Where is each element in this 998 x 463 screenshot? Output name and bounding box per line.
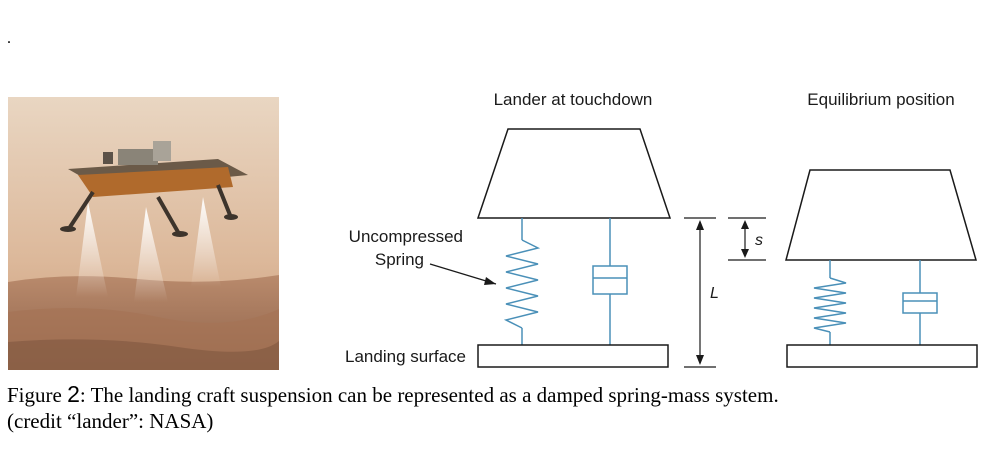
mars-lander-photo-icon [8, 97, 279, 370]
caption-line-1: Figure 2: The landing craft suspension c… [7, 381, 992, 408]
caption-prefix: Figure [7, 383, 68, 407]
right-spring [813, 277, 847, 333]
spring-label-line2: Spring [375, 250, 424, 269]
dimension-L [684, 217, 716, 368]
left-landing-surface [477, 344, 669, 368]
dim-L-label: L [710, 285, 719, 302]
left-damper [592, 218, 628, 345]
spring-mass-diagram: Lander at touchdown Equilibrium position… [300, 80, 990, 380]
left-spring [503, 239, 541, 329]
left-lander-body [476, 128, 672, 219]
right-damper [902, 260, 938, 345]
lander-photo [8, 97, 279, 370]
figure-caption: Figure 2: The landing craft suspension c… [7, 381, 992, 434]
spring-pointer [429, 263, 497, 285]
spring-label-line1: Uncompressed [349, 227, 463, 246]
right-lander-body [785, 169, 977, 261]
right-landing-surface [786, 344, 978, 368]
stray-dot: . [7, 30, 11, 47]
right-title: Equilibrium position [807, 90, 954, 109]
caption-line-2: (credit “lander”: NASA) [7, 409, 214, 433]
dim-s-label: s [755, 232, 763, 249]
left-title: Lander at touchdown [494, 90, 653, 109]
caption-text: : The landing craft suspension can be re… [79, 383, 779, 407]
caption-number: 2 [67, 381, 80, 407]
surface-label: Landing surface [345, 347, 466, 366]
